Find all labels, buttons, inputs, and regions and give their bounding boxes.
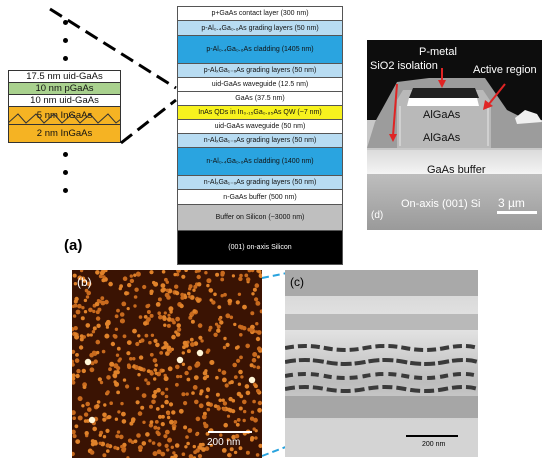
ellipsis-dots-top bbox=[63, 20, 69, 70]
layer-row: Buffer on Silicon (~3000 nm) bbox=[177, 205, 343, 231]
laser-layer-stack: p+GaAs contact layer (300 nm)p-Al₀.₄Ga₀.… bbox=[177, 6, 343, 265]
layer-row: p+GaAs contact layer (300 nm) bbox=[177, 6, 343, 21]
tem-cross-section-image: (c) 200 nm bbox=[285, 270, 478, 457]
panel-label-a: (a) bbox=[64, 237, 83, 254]
qd-zoom-layer: 2 nm InGaAs bbox=[8, 125, 121, 143]
panel-label-d: (d) bbox=[371, 210, 384, 221]
layer-row: n-Al₀.₄Ga₀.₆As cladding (1400 nm) bbox=[177, 148, 343, 176]
afm-scale-label: 200 nm bbox=[207, 437, 241, 448]
qd-zigzag-overlay bbox=[8, 113, 121, 124]
layer-row: (001) on-axis Silicon bbox=[177, 231, 343, 265]
layer-row: n-AlₓGa₁₋ₓAs grading layers (50 nm) bbox=[177, 176, 343, 190]
layer-row: InAs QDs in In₀.₁₅Ga₀.₈₅As QW (~7 nm) bbox=[177, 106, 343, 120]
layer-row: p-AlₓGa₁₋ₓAs grading layers (50 nm) bbox=[177, 64, 343, 78]
sem-scale-label: 3 µm bbox=[498, 196, 525, 210]
layer-row: p-Al₀.₄Ga₀.₆As grading layers (50 nm) bbox=[177, 21, 343, 36]
sem-label-active: Active region bbox=[473, 64, 537, 76]
sem-cross-section-image: SiO2 isolation P-metal Active region AlG… bbox=[367, 40, 542, 230]
panel-label-c: (c) bbox=[290, 275, 304, 289]
sem-label-sio2: SiO2 isolation bbox=[370, 60, 438, 72]
sem-label-algaas-top: AlGaAs bbox=[423, 109, 461, 121]
panel-label-b: (b) bbox=[77, 275, 92, 289]
qd-zoom-layer: 17.5 nm uid-GaAs bbox=[8, 70, 121, 83]
afm-scale-bar bbox=[208, 431, 252, 433]
qd-zoom-layer: 10 nm uid-GaAs bbox=[8, 95, 121, 107]
layer-row: uid-GaAs waveguide (50 nm) bbox=[177, 120, 343, 134]
qd-zoom-layer: 5 nm InGaAs bbox=[8, 107, 121, 125]
sem-label-buffer: GaAs buffer bbox=[427, 164, 486, 176]
layer-row: uid-GaAs waveguide (12.5 nm) bbox=[177, 78, 343, 92]
sem-label-substrate: On-axis (001) Si bbox=[401, 198, 481, 210]
layer-row: n-GaAs buffer (500 nm) bbox=[177, 190, 343, 205]
layer-row: GaAs (37.5 nm) bbox=[177, 92, 343, 106]
afm-quantum-dot-image: (b) 200 nm bbox=[72, 270, 262, 458]
sem-label-pmetal: P-metal bbox=[419, 46, 457, 58]
qd-zoom-layer: 10 nm pGaAs bbox=[8, 83, 121, 95]
layer-row: n-AlₓGa₁₋ₓAs grading layers (50 nm) bbox=[177, 134, 343, 148]
layer-row: p-Al₀.₄Ga₀.₆As cladding (1405 nm) bbox=[177, 36, 343, 64]
ellipsis-dots-bottom bbox=[63, 152, 69, 202]
sem-label-algaas-bottom: AlGaAs bbox=[423, 132, 461, 144]
tem-scale-label: 200 nm bbox=[422, 441, 446, 448]
